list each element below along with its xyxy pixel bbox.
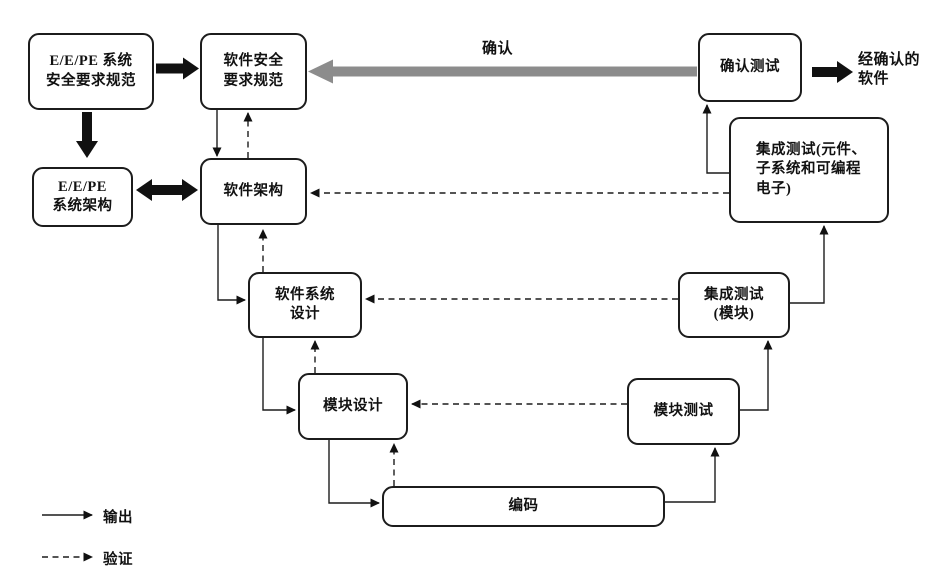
node-module-design: 模块设计 <box>298 373 408 440</box>
node-label-line: 设计 <box>290 306 320 322</box>
node-coding: 编码 <box>382 486 665 527</box>
node-software-arch: 软件架构 <box>200 158 307 225</box>
thick-arrow-system-req-to-sw-req <box>156 57 199 80</box>
node-label-line: 模块设计 <box>323 397 383 414</box>
node-label-line: 集成测试(元件、 <box>756 142 867 159</box>
node-label-line: 软件架构 <box>223 182 284 199</box>
validation-arrow-label: 确认 <box>482 41 514 57</box>
node-label-line: 软件系统 <box>275 286 335 303</box>
wire-integrationmodule-to-integrationpe <box>790 225 829 304</box>
node-label-line: 编码 <box>508 497 539 514</box>
wire-swarch-to-sysdesign <box>217 225 246 305</box>
legend-output-label: 输出 <box>103 510 133 526</box>
node-label-line: (模块) <box>713 306 755 322</box>
node-label-line: 要求规范 <box>223 72 284 89</box>
wire-coding-to-moduletest <box>665 447 720 503</box>
node-label-line: 确认测试 <box>720 58 780 75</box>
node-label-line: 模块测试 <box>653 402 714 419</box>
node-software-system-design: 软件系统 设计 <box>248 272 362 338</box>
validated-software-label: 经确认的 软件 <box>858 51 920 89</box>
node-label-line: 电子) <box>756 180 792 197</box>
wire-sysdesign-to-moduledesign <box>262 338 296 415</box>
thick-arrow-system-req-to-system-arch <box>76 112 98 158</box>
wire-integrationpe-to-validationtest <box>702 104 729 174</box>
node-label-line: 子系统和可编程 <box>756 161 861 178</box>
validation-gray-arrow <box>308 59 697 84</box>
thick-arrow-validation-test-to-validated-software <box>812 61 853 83</box>
node-integration-test-pe: 集成测试(元件、 子系统和可编程 电子) <box>729 117 889 223</box>
validated-software-line: 经确认的 <box>858 52 921 68</box>
node-validation-test: 确认测试 <box>698 33 802 102</box>
wire-moduledesign-to-coding <box>328 440 380 508</box>
node-module-test: 模块测试 <box>627 378 740 445</box>
node-label-line: 软件安全 <box>223 53 284 70</box>
node-software-safety-req: 软件安全 要求规范 <box>200 33 307 110</box>
node-label-line: E/E/PE <box>58 178 107 195</box>
node-label-line: 安全要求规范 <box>46 72 136 89</box>
validated-software-line: 软件 <box>858 70 890 87</box>
node-ee-pe-system-arch: E/E/PE 系统架构 <box>32 167 133 227</box>
node-label-line: E/E/PE 系统 <box>49 53 133 70</box>
node-label-line: 集成测试 <box>704 286 764 303</box>
node-label-line: 系统架构 <box>52 198 113 214</box>
thick-double-arrow-system-arch-sw-arch <box>136 179 198 201</box>
node-ee-pe-system-safety-req: E/E/PE 系统 安全要求规范 <box>28 33 154 110</box>
node-integration-test-module: 集成测试 (模块) <box>678 272 790 338</box>
wire-moduletest-to-integrationmodule <box>740 340 773 411</box>
legend-verification-label: 验证 <box>103 552 133 568</box>
